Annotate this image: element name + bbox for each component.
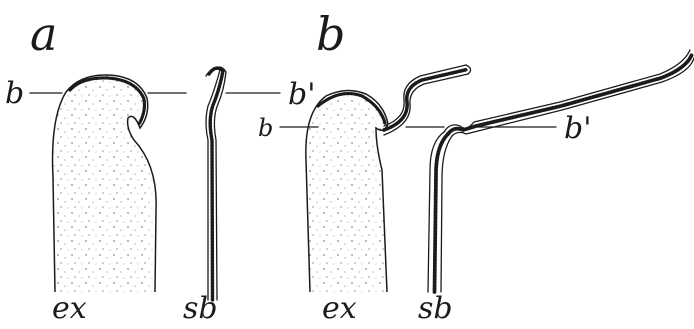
panel-a-ex-label: ex [52,291,87,326]
panel-a-sb-strand [206,67,226,300]
panel-b-ex-label: ex [322,291,357,326]
panel-b-ex-body [306,90,388,292]
panel-b-level-right-label: b' [564,111,591,146]
panel-b-letter: b [316,7,345,61]
panel-a-level-right-label: b' [288,77,315,112]
panel-b-level-left-label: b [258,114,273,142]
panel-b-sb-strand [428,50,694,292]
panel-a-ex-body [53,75,157,292]
panel-b-sb-label: sb [418,291,453,326]
panel-a-level-left-label: b [5,76,24,111]
panel-a: a b b' ex sb [5,7,315,326]
panel-a-sb-label: sb [183,291,218,326]
panel-b-ex-flap [384,65,471,135]
panel-a-letter: a [30,7,57,61]
panel-b: b b b' ex sb [258,7,694,326]
